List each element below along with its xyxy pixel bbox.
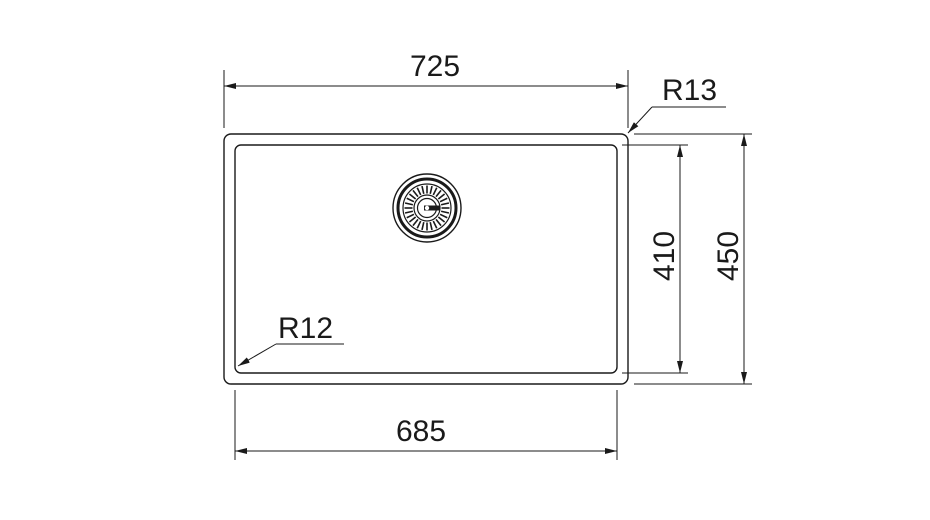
inner-radius-callout: R12	[237, 312, 344, 367]
outer-height-dimension: 450	[634, 133, 752, 385]
drain-strainer-icon	[392, 173, 462, 243]
outer-radius-label: R13	[662, 74, 717, 107]
sink-outer-outline	[223, 133, 629, 385]
outer-height-label: 450	[712, 231, 745, 281]
sink-bowl-outline	[234, 144, 618, 374]
outer-radius-callout: R13	[627, 74, 726, 134]
inner-height-label: 410	[648, 231, 681, 281]
inner-width-dimension: 685	[234, 390, 618, 460]
outer-width-label: 725	[410, 50, 460, 83]
inner-radius-label: R12	[278, 312, 333, 345]
inner-height-dimension: 410	[622, 144, 688, 374]
inner-width-label: 685	[396, 415, 446, 448]
outer-width-dimension: 725	[223, 50, 629, 128]
